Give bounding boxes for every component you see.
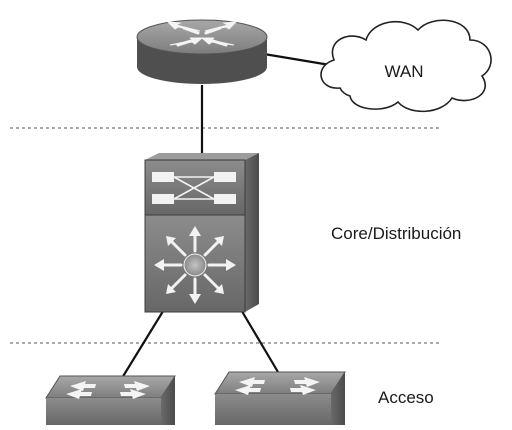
access-label: Acceso (378, 388, 434, 407)
router-icon (136, 19, 268, 84)
multilayer-switch-icon (144, 153, 259, 313)
link-core-access-2 (239, 307, 279, 373)
link-router-wan (263, 52, 331, 67)
link-core-access-1 (121, 307, 166, 379)
wan-label: WAN (384, 62, 423, 81)
core-distribution-label: Core/Distribución (331, 224, 461, 243)
cloud-icon (320, 19, 492, 113)
switch-icon (214, 371, 346, 425)
switch-icon (45, 375, 176, 425)
